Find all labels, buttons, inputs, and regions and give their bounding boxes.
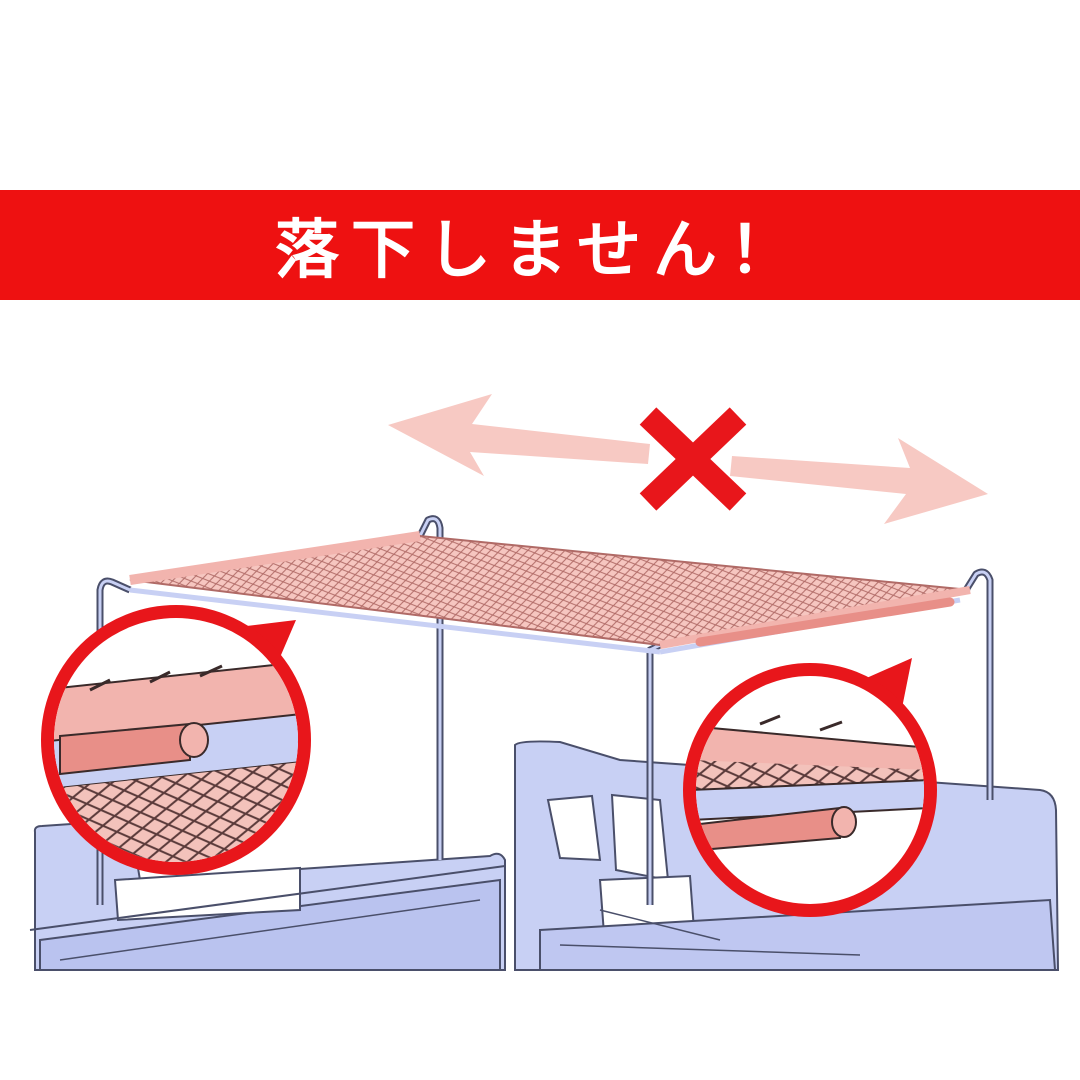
banner-title: 落下しません！ [274, 214, 806, 288]
mesh-shelf [129, 531, 971, 655]
cross-mark-icon [639, 407, 747, 511]
double-arrow-icon [388, 394, 988, 524]
magnifier-callout-right [683, 658, 937, 917]
magnifier-callout-left [41, 605, 311, 875]
warning-banner: 落下しません！ [0, 190, 1080, 300]
